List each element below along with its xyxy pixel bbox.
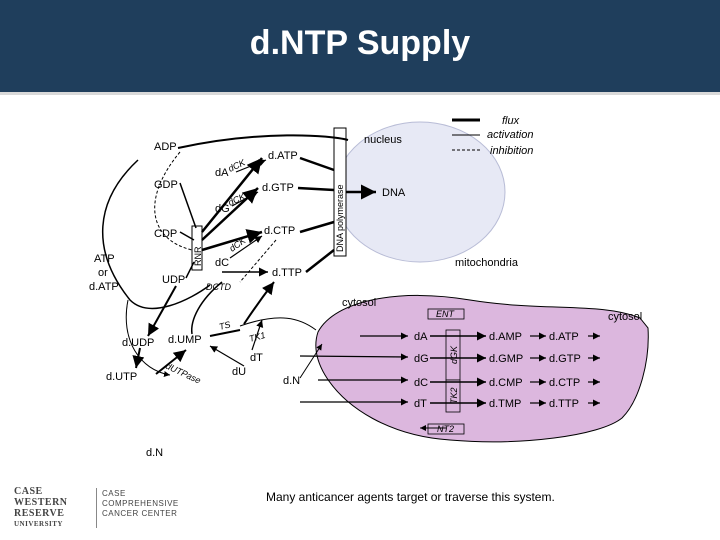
mitochondria-compartment xyxy=(315,294,649,443)
arrow-datp-pol xyxy=(299,156,335,172)
mito-damp-label: d.AMP xyxy=(489,331,522,343)
regulation-curve-left xyxy=(102,159,211,310)
ts-label: TS xyxy=(218,319,232,332)
footer-note: Many anticancer agents target or travers… xyxy=(266,490,555,504)
nucleus-label: nucleus xyxy=(364,134,402,146)
dc-label: dC xyxy=(215,257,229,269)
datp-left-label: d.ATP xyxy=(89,281,119,293)
page-title: d.NTP Supply xyxy=(249,24,471,62)
du-label: dU xyxy=(232,366,246,378)
arrow-du-dump xyxy=(209,345,245,367)
mito-dc-label: dC xyxy=(414,377,428,389)
arrow-dg-dgtp xyxy=(231,191,259,207)
university-wordmark: CASE WESTERN RESERVE UNIVERSITY xyxy=(14,486,68,528)
dck-label-2: dCK xyxy=(227,191,248,208)
arrow-dgtp-pol xyxy=(297,186,335,192)
dna-label: DNA xyxy=(382,187,406,199)
udp-label: UDP xyxy=(162,274,185,286)
da-label: dA xyxy=(215,167,229,179)
logo-divider xyxy=(96,488,97,528)
rnr-label: RNR xyxy=(193,246,203,266)
mito-dcmp-label: d.CMP xyxy=(489,377,523,389)
dttp-label: d.TTP xyxy=(272,267,302,279)
dctd-dump-curve xyxy=(191,281,223,335)
arrow-gdp-rnr xyxy=(179,182,197,229)
cancer-center-wordmark: CASE COMPREHENSIVE CANCER CENTER xyxy=(102,489,179,518)
arrow-dutp-dump xyxy=(155,349,187,375)
mitochondria-label: mitochondria xyxy=(455,257,519,269)
dna-polymerase-label: DNA polymerase xyxy=(335,184,345,252)
dt-label: dT xyxy=(250,352,263,364)
mito-dttp-label: d.TTP xyxy=(549,398,579,410)
gdp-label: GDP xyxy=(154,179,178,191)
arrow-cdp-rnr xyxy=(179,231,195,241)
arrow-rnr-dctp xyxy=(201,229,263,252)
dg-label: dG xyxy=(215,203,230,215)
arrow-udp-rnr xyxy=(185,261,195,279)
mito-dtmp-label: d.TMP xyxy=(489,398,521,410)
arrow-dg-mito xyxy=(299,353,409,361)
rnr-box xyxy=(191,225,203,271)
dutpase-label: dUTPase xyxy=(164,361,202,386)
arrow-udp-dudp xyxy=(147,285,177,337)
arrow-ts-dttp xyxy=(243,281,275,325)
header-bar: d.NTP Supply xyxy=(0,0,720,95)
nt2-box xyxy=(427,423,465,435)
legend-flux: flux xyxy=(502,115,520,127)
arrow-dump-ts xyxy=(209,329,241,337)
arrow-dctp-dctd xyxy=(239,239,277,283)
mito-dt-label: dT xyxy=(414,398,427,410)
arrow-dudp-dutp xyxy=(132,347,145,369)
dn-bottom-label: d.N xyxy=(146,447,163,459)
dctp-label: d.CTP xyxy=(264,225,295,237)
tk1-inhibition xyxy=(239,317,317,331)
dgtp-label: d.GTP xyxy=(262,182,294,194)
arrow-da-datp xyxy=(235,159,267,173)
arrow-dn-ent xyxy=(299,343,323,379)
arrow-dt-tk1 xyxy=(251,319,264,351)
mito-dgmp-label: d.GMP xyxy=(489,353,523,365)
tk1-label: TK1 xyxy=(248,330,267,344)
legend-inhibition: inhibition xyxy=(490,145,533,157)
adp-flux-curve xyxy=(177,134,349,149)
mito-dgtp-label: d.GTP xyxy=(549,353,581,365)
mito-dg-label: dG xyxy=(414,353,429,365)
atp-label: ATP xyxy=(94,253,115,265)
arrow-dc-dctp xyxy=(229,235,263,259)
cytosol-label-left: cytosol xyxy=(342,297,376,309)
dudp-label: d.UDP xyxy=(122,337,154,349)
cwru-logo: CASE WESTERN RESERVE UNIVERSITY CASE COM… xyxy=(14,484,214,534)
mito-dctp-label: d.CTP xyxy=(549,377,580,389)
dctd-label: DCTD xyxy=(206,282,231,292)
ent-label: ENT xyxy=(436,309,456,319)
cdp-label: CDP xyxy=(154,228,177,240)
dutp-label: d.UTP xyxy=(106,371,137,383)
arrow-rnr-datp xyxy=(201,157,263,233)
dump-label: d.UMP xyxy=(168,334,202,346)
mito-da-label: dA xyxy=(414,331,428,343)
adp-label: ADP xyxy=(154,141,177,153)
datp-label: d.ATP xyxy=(268,150,298,162)
dn-mid-label: d.N xyxy=(283,375,300,387)
mito-datp-label: d.ATP xyxy=(549,331,579,343)
tk2-label: TK2 xyxy=(449,387,459,404)
cytosol-label-right: cytosol xyxy=(608,311,642,323)
or-label: or xyxy=(98,267,108,279)
feedback-dutp xyxy=(125,299,171,377)
header-rule xyxy=(0,92,720,95)
arrow-dttp-pol xyxy=(305,249,335,273)
dgk-label: dGK xyxy=(449,345,459,364)
nt2-label: NT2 xyxy=(437,424,454,434)
arrow-dctp-pol xyxy=(299,220,335,234)
ent-box xyxy=(427,308,465,320)
legend-activation: activation xyxy=(487,129,533,141)
tk2-box xyxy=(445,379,461,413)
